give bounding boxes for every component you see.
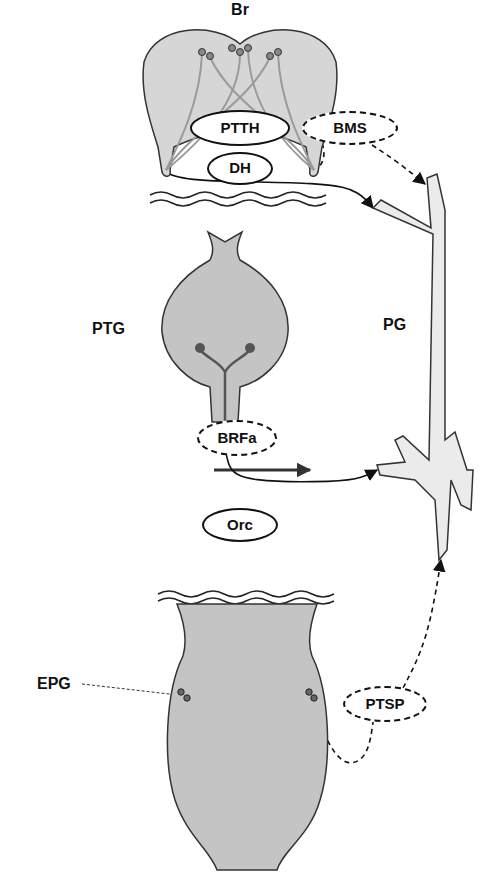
neuron-cell (237, 49, 244, 56)
hormone-label: Orc (227, 517, 253, 534)
hormone-label: PTTH (220, 120, 259, 137)
gland-cell (184, 695, 190, 701)
hormone-oval: BRFa (197, 420, 277, 456)
gland-cell (306, 689, 312, 695)
signal-connector (166, 172, 373, 208)
hormone-oval: BMS (302, 111, 398, 145)
organ-label: PG (383, 316, 423, 334)
neuron-cell (195, 343, 205, 353)
signal-connector (403, 560, 441, 688)
organ-shape (167, 604, 327, 870)
organ-label: Br (140, 1, 340, 19)
neuron-axon (248, 50, 314, 170)
direction-arrow (214, 469, 310, 472)
hormone-label: PTSP (365, 696, 404, 713)
cut-wavy-line (150, 200, 326, 206)
hormone-oval: PTSP (343, 686, 427, 722)
leader-line (82, 684, 178, 695)
cut-wavy-line (150, 192, 326, 198)
hormone-label: BMS (333, 120, 366, 137)
organ-label: EPG (37, 675, 87, 693)
neuron-cell (267, 53, 274, 60)
neuron-axon (200, 350, 225, 422)
neuron-cell (229, 45, 236, 52)
gland-cell (178, 689, 184, 695)
organ-shape (162, 232, 288, 422)
cut-wavy-line (158, 591, 334, 597)
organ-label: PTG (92, 320, 142, 338)
hormone-label: BRFa (217, 430, 256, 447)
neuron-axon (225, 350, 250, 372)
gland-cell (311, 695, 317, 701)
organ-figure: PG (355, 170, 475, 560)
organ-outline (160, 232, 290, 422)
neuron-cell (275, 49, 282, 56)
organ-figure: PTG (160, 232, 290, 422)
organ-outline (165, 604, 330, 870)
neuron-cell (207, 53, 214, 60)
hormone-label: DH (229, 160, 251, 177)
organ-figure: EPG (165, 604, 330, 870)
hormone-oval: PTTH (190, 110, 290, 146)
organ-outline (355, 170, 475, 560)
hormone-oval: Orc (202, 508, 278, 542)
neuron-cell (245, 343, 255, 353)
cut-wavy-line (158, 598, 334, 604)
neuron-axon (166, 54, 202, 170)
signal-connector (372, 145, 425, 184)
hormone-oval: DH (207, 152, 273, 185)
neuron-cell (245, 45, 252, 52)
neuron-cell (199, 49, 206, 56)
organ-shape (373, 174, 473, 560)
